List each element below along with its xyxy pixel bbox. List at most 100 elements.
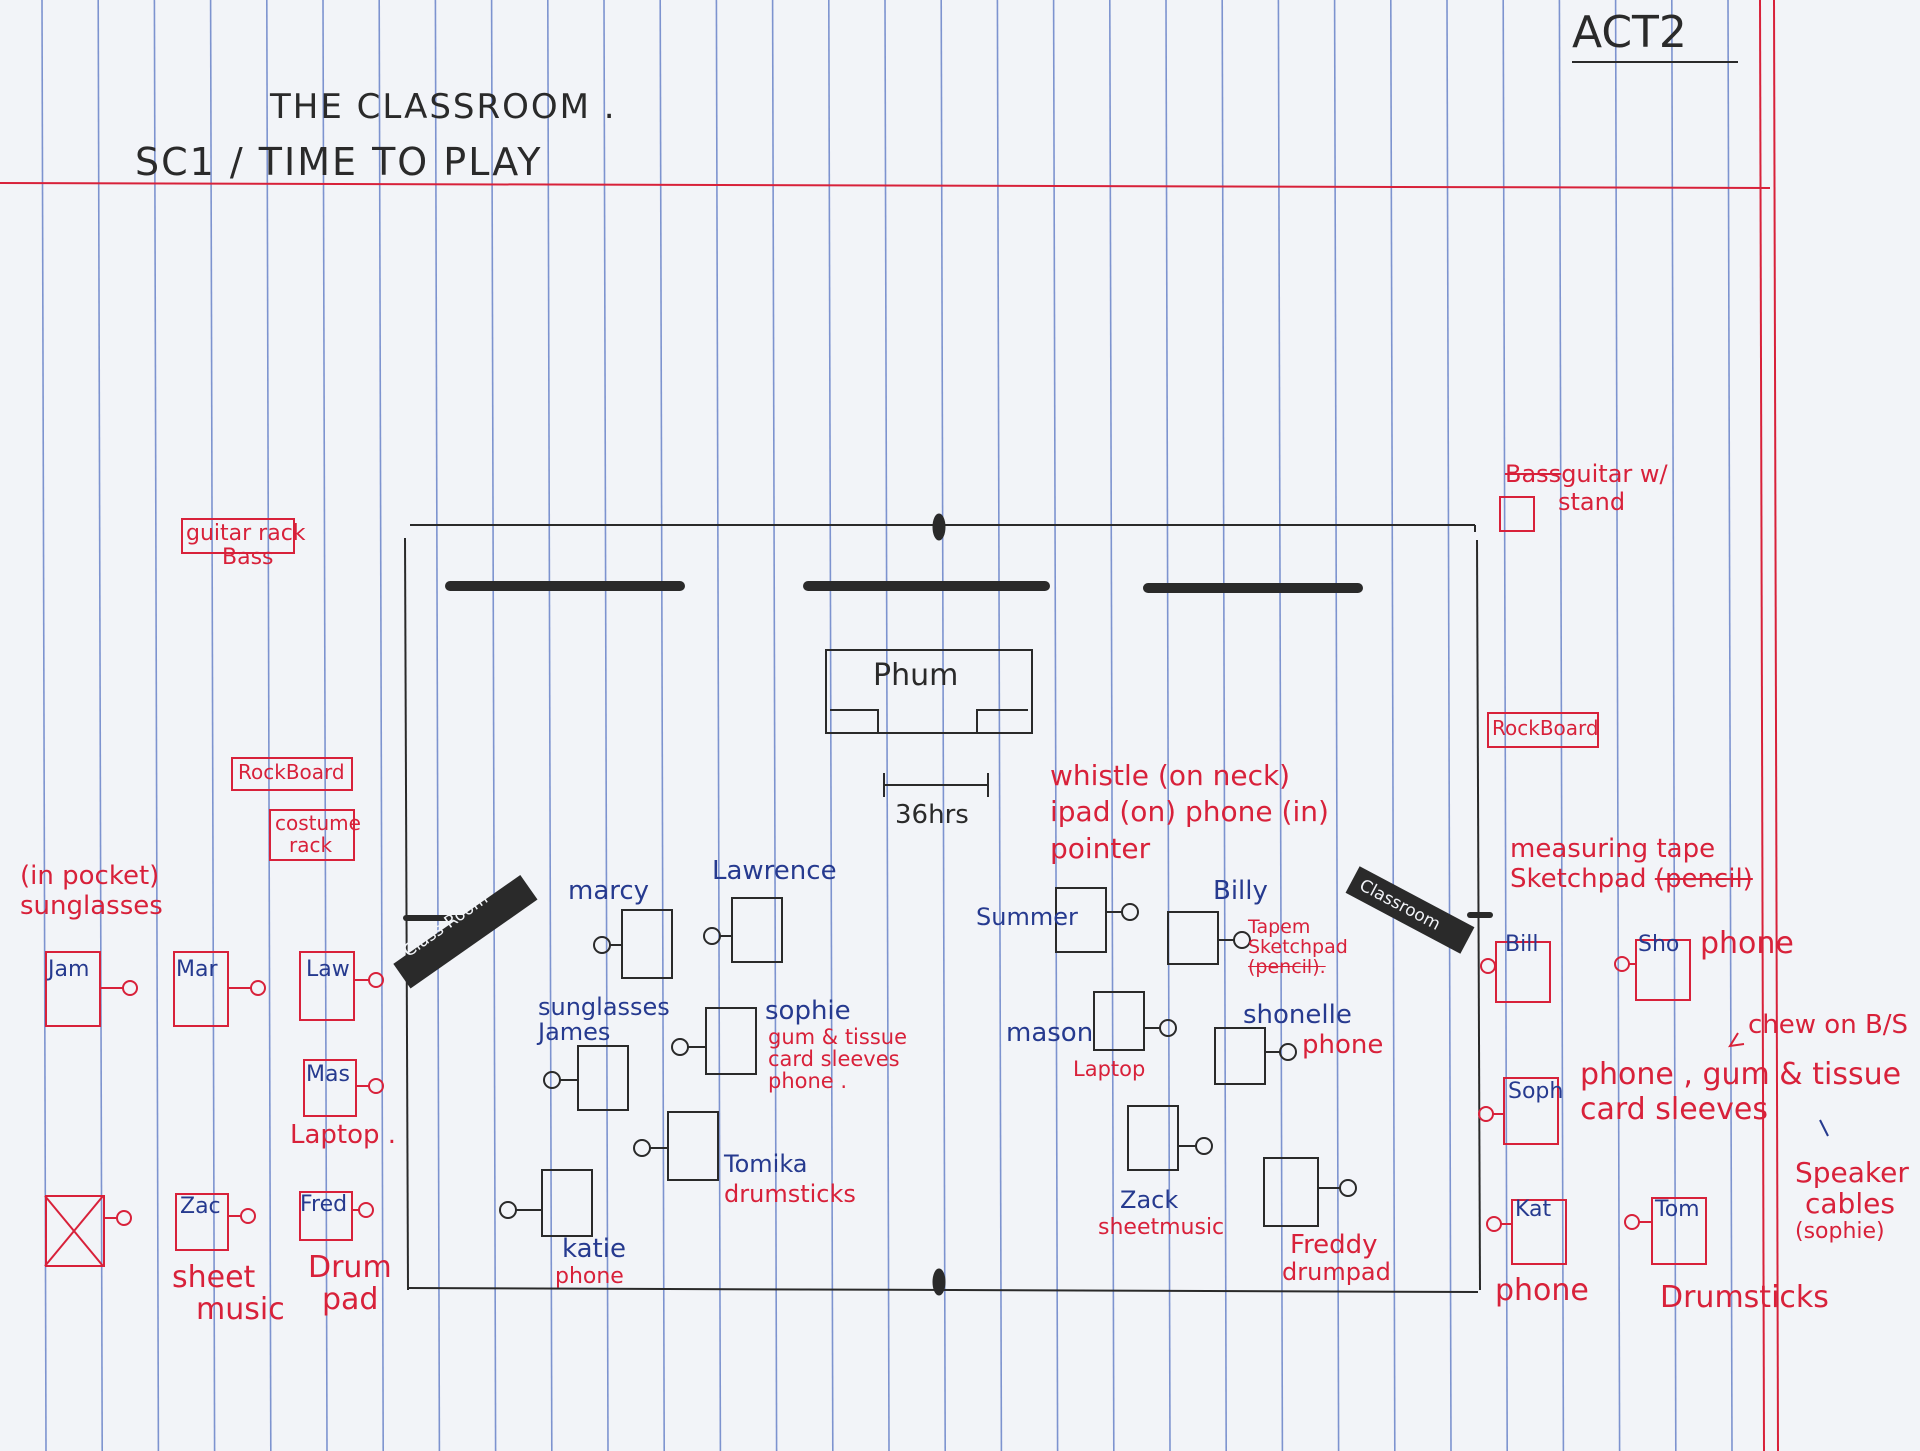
bass-note-2: stand (1558, 488, 1626, 516)
soph-box-label: Soph (1508, 1079, 1564, 1104)
zac-box-label: Zac (180, 1194, 221, 1219)
left-rockboard-label: RockBoard (238, 760, 345, 784)
wing-box-tom-chair (1624, 1214, 1640, 1230)
sr-notes: whistle (on neck) ipad (on) phone (in) p… (1050, 759, 1329, 865)
right-door-bar (1345, 866, 1493, 954)
summer-label: Summer (976, 903, 1078, 931)
measure-bar (883, 773, 989, 797)
katie-label: katie (562, 1234, 626, 1264)
rule-line (322, 0, 328, 1451)
rule-line (603, 0, 609, 1451)
shonelle-props: phone (1302, 1030, 1384, 1060)
desk-zack-chair (1195, 1137, 1213, 1155)
jam-box-label: Jam (48, 957, 90, 982)
measure-label: 36hrs (895, 800, 969, 830)
rule-line (827, 0, 834, 1451)
wing-box-fred-chair (358, 1202, 374, 1218)
wing-box-mas-chair (368, 1078, 384, 1094)
wing-box-bill-chair (1480, 958, 1496, 974)
mason-props: Laptop (1073, 1057, 1146, 1081)
tom-box-label: Tom (1655, 1197, 1700, 1222)
zack-label: Zack (1120, 1186, 1179, 1214)
rule-line (996, 0, 1003, 1451)
desk-marcy-chair (593, 936, 611, 954)
desk-freddy (1263, 1157, 1319, 1227)
desk-shonelle (1214, 1027, 1266, 1085)
wing-box-mas (303, 1059, 357, 1117)
wing-box-soph-chair (1478, 1106, 1494, 1122)
center-box (825, 649, 1033, 734)
margin-line-top (0, 182, 1771, 189)
soph-props: phone , gum & tissue card sleeves (1580, 1057, 1902, 1127)
wing-box-kat (1511, 1199, 1567, 1265)
rule-line (1277, 0, 1284, 1451)
desk-tomika (667, 1111, 719, 1181)
kat-box-label: Kat (1515, 1197, 1552, 1222)
mason-label: mason (1006, 1018, 1094, 1048)
wing-box-tom (1651, 1197, 1707, 1265)
drum-pad-label: Drum pad (308, 1250, 392, 1317)
sheet-music-label: sheet music (172, 1260, 285, 1327)
wing-box-mar-chair (250, 980, 266, 996)
kat-prop: phone (1495, 1273, 1589, 1308)
desk-lawrence-chair (703, 927, 721, 945)
rule-line (434, 0, 441, 1451)
desk-billy-chair (1233, 931, 1251, 949)
wing-box-x (45, 1195, 105, 1267)
wing-prop-boxes (45, 939, 1707, 1267)
costume-rack-label: costume rack (275, 811, 361, 857)
left-door-bar (393, 874, 538, 989)
rule-line (1390, 0, 1396, 1451)
guitar-rack-label: guitar rack Bass (186, 521, 306, 571)
rule-line (1446, 0, 1452, 1451)
marcy-label: marcy (568, 876, 650, 906)
desk-freddy-chair (1339, 1179, 1357, 1197)
sho-box-label: Sho (1638, 932, 1680, 957)
rule-line (771, 0, 778, 1451)
measuring-note: measuring tape Sketchpad (pencil) (1510, 834, 1753, 894)
rule-line (884, 0, 890, 1451)
rule-line (265, 0, 272, 1451)
rule-line (1333, 0, 1340, 1451)
center-box-label: Phum (873, 658, 959, 693)
rule-line (97, 0, 103, 1451)
rule-line (378, 0, 385, 1451)
billy-props: Tapem Sketchpad (pencil). (1248, 916, 1348, 978)
rule-line (1165, 0, 1171, 1451)
wing-box-kat-chair (1486, 1216, 1502, 1232)
rule-line (490, 0, 497, 1451)
wing-box-sho-chair (1614, 956, 1630, 972)
desk-shonelle-chair (1279, 1043, 1297, 1061)
lawrence-label: Lawrence (712, 856, 837, 886)
wing-box-x-chair (116, 1210, 132, 1226)
wing-box-zac-chair (240, 1208, 256, 1224)
desk-katie (541, 1169, 593, 1237)
desk-layout (499, 887, 1357, 1237)
wing-box-fred (299, 1191, 353, 1241)
freddy-label: Freddy (1290, 1230, 1378, 1260)
wing-box-zac (175, 1193, 229, 1251)
notebook-rule-lines (41, 0, 1733, 1451)
zack-props: sheetmusic (1098, 1215, 1225, 1240)
rule-line (715, 0, 722, 1451)
shonelle-label: shonelle (1243, 1000, 1352, 1030)
speaker-note: Speaker cables (sophie) (1795, 1156, 1909, 1244)
desk-marcy (621, 909, 673, 979)
tomika-label: Tomika (724, 1150, 808, 1178)
wing-box-jam-chair (122, 980, 138, 996)
wing-box-sho (1635, 939, 1691, 1001)
tomika-props: drumsticks (724, 1180, 856, 1208)
margin-line-right-2 (1773, 0, 1779, 1451)
rule-line (209, 0, 216, 1451)
desk-sophie (705, 1007, 757, 1075)
sophie-props: gum & tissue card sleeves phone . (768, 1025, 908, 1094)
rule-line (546, 0, 553, 1451)
freddy-props: drumpad (1282, 1258, 1391, 1286)
scene-title: THE CLASSROOM . (270, 87, 617, 127)
rule-line (1502, 0, 1508, 1451)
rule-line (153, 0, 160, 1451)
right-rockboard-label: RockBoard (1492, 716, 1599, 740)
wing-box-bill (1495, 941, 1551, 1003)
bass-note: Bassguitar w/ (1505, 460, 1668, 488)
rule-line (1109, 0, 1115, 1451)
